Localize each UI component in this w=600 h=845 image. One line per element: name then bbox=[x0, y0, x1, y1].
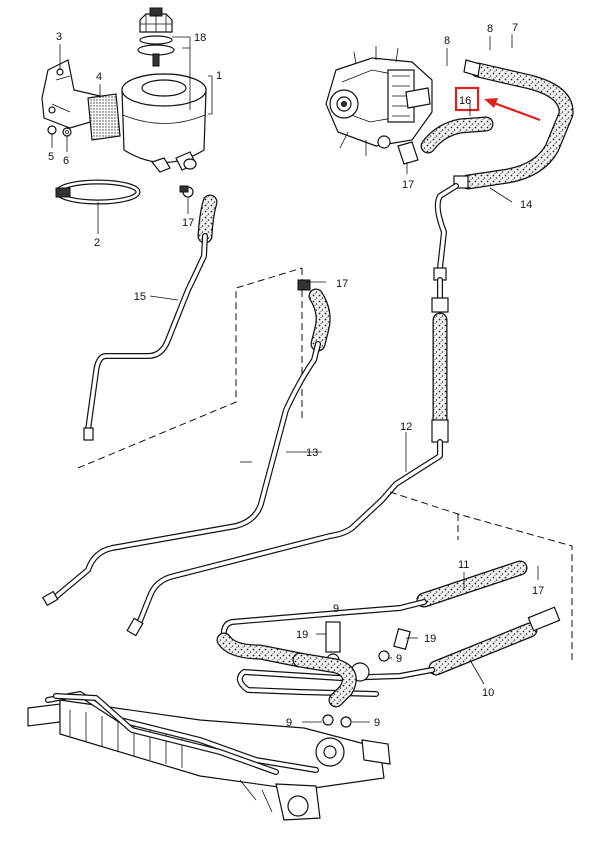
suction-line bbox=[83, 194, 218, 441]
callout-11: 11 bbox=[458, 559, 469, 571]
return-line bbox=[41, 279, 331, 607]
hose-clamp-band bbox=[55, 179, 141, 205]
callout-13: 13 bbox=[306, 447, 318, 459]
callout-1: 1 bbox=[216, 70, 222, 82]
callout-17c: 17 bbox=[336, 278, 348, 290]
callout-labels: 1 2 3 4 5 6 7 8 8 9 9 9 9 10 11 12 13 14… bbox=[48, 22, 544, 729]
callout-8b: 8 bbox=[487, 23, 493, 35]
callout-10: 10 bbox=[482, 687, 494, 699]
bolt bbox=[47, 125, 57, 135]
hose-ten bbox=[236, 606, 561, 697]
hose-clip bbox=[179, 185, 194, 198]
power-steering-pump bbox=[325, 46, 433, 156]
highlight-arrow-shaft bbox=[493, 101, 541, 122]
callout-18: 18 bbox=[194, 32, 206, 44]
callout-7: 7 bbox=[512, 22, 518, 34]
highlight-arrow-head bbox=[484, 98, 498, 108]
banjo-fittings bbox=[292, 621, 411, 728]
callout-12: 12 bbox=[400, 421, 412, 433]
callout-14: 14 bbox=[520, 199, 532, 211]
callout-17a: 17 bbox=[182, 217, 194, 229]
callout-9b: 9 bbox=[286, 717, 292, 729]
callout-8a: 8 bbox=[444, 35, 450, 47]
routing-boundary bbox=[77, 267, 303, 469]
callout-9d: 9 bbox=[333, 603, 339, 615]
callout-3: 3 bbox=[56, 31, 62, 43]
callout-9a: 9 bbox=[396, 653, 402, 665]
callout-4: 4 bbox=[96, 71, 102, 83]
callout-16: 16 bbox=[459, 95, 471, 107]
callout-19b: 19 bbox=[424, 633, 436, 645]
pump-hose bbox=[397, 116, 494, 165]
callout-19a: 19 bbox=[296, 629, 308, 641]
rubber-pad bbox=[87, 93, 121, 141]
pressure-hose bbox=[434, 59, 574, 271]
hose-eleven bbox=[216, 560, 528, 668]
leader-lines bbox=[51, 34, 539, 723]
callout-6: 6 bbox=[63, 155, 69, 167]
callout-2: 2 bbox=[94, 237, 100, 249]
reservoir bbox=[121, 73, 207, 173]
highlight-annotation bbox=[454, 86, 541, 122]
routing-boundary-lower bbox=[389, 491, 573, 660]
pressure-line bbox=[126, 267, 449, 637]
reservoir-cap bbox=[137, 7, 175, 67]
washer bbox=[62, 127, 72, 137]
highlight-box bbox=[454, 86, 480, 112]
callout-17b: 17 bbox=[402, 179, 414, 191]
reservoir-assembly bbox=[41, 7, 207, 205]
steering-rack bbox=[27, 691, 391, 821]
callout-17d: 17 bbox=[532, 585, 544, 597]
callout-5: 5 bbox=[48, 151, 54, 163]
callout-15: 15 bbox=[134, 291, 146, 303]
callout-9c: 9 bbox=[374, 717, 380, 729]
